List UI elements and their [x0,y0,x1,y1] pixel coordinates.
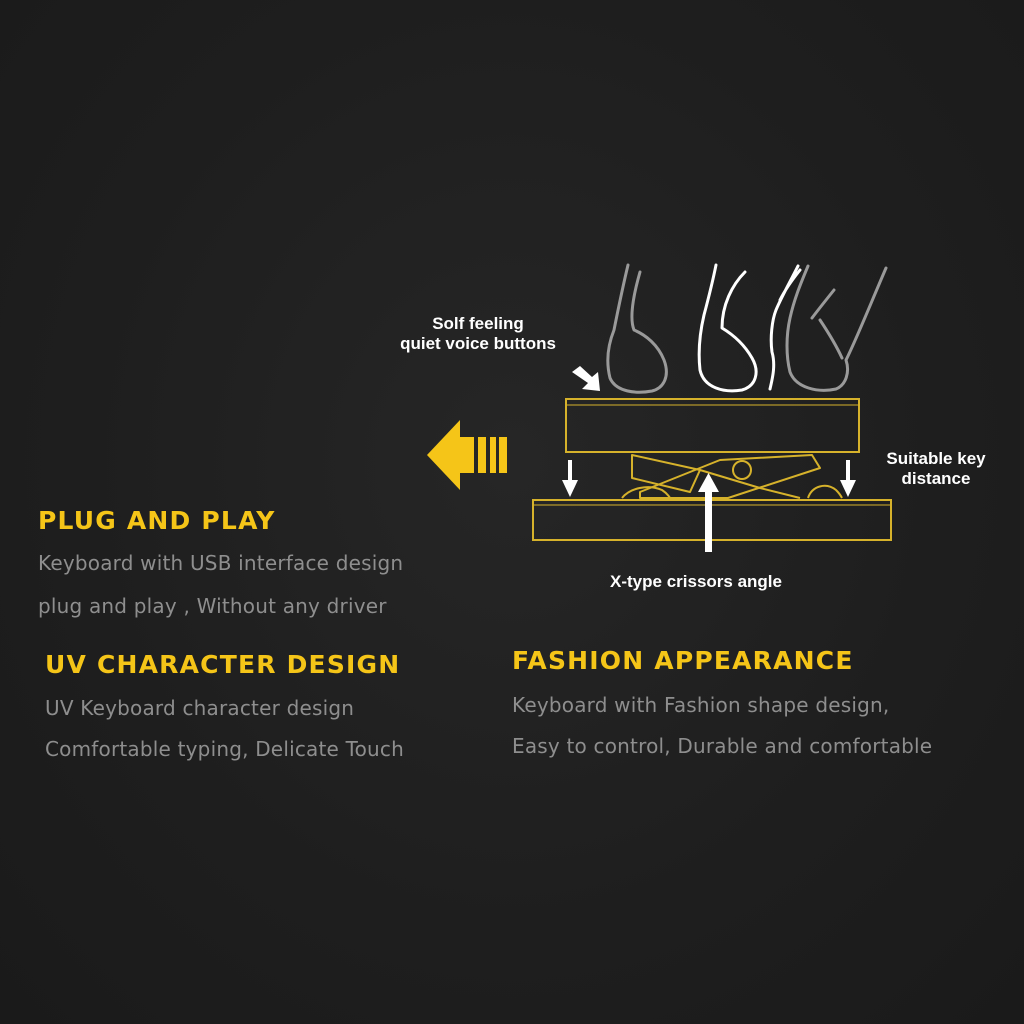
finger-white-right-icon [768,264,802,391]
arrow-pointer-icon [572,366,600,391]
label-key-distance: Suitable key distance [872,449,1000,489]
uv-character-line2: Comfortable typing, Delicate Touch [45,737,404,761]
plug-and-play-line2: plug and play , Without any driver [38,594,387,618]
uv-character-title: UV CHARACTER DESIGN [45,650,401,679]
uv-character-line1: UV Keyboard character design [45,696,355,720]
arrow-up-center-icon [698,473,719,552]
label-distance-line1: Suitable key [886,449,986,468]
arrow-down-right-icon [840,460,856,497]
plug-and-play-line1: Keyboard with USB interface design [38,551,404,575]
label-soft-feeling: Solf feeling quiet voice buttons [388,314,568,354]
finger-gray-left-icon [606,263,668,394]
label-scissors-angle: X-type crissors angle [610,572,782,591]
arrow-down-left-icon [562,460,578,497]
keycap-outline [565,398,860,453]
scissor-mechanism [621,454,843,499]
plug-and-play-title: PLUG AND PLAY [38,506,276,535]
arrow-left-icon [427,420,507,490]
fashion-appearance-line2: Easy to control, Durable and comfortable [512,734,933,758]
label-soft-line2: quiet voice buttons [400,334,556,353]
finger-white-middle-icon [697,263,758,393]
fashion-appearance-title: FASHION APPEARANCE [512,646,854,675]
label-soft-line1: Solf feeling [432,314,524,333]
finger-gray-right-icon [785,264,888,392]
label-distance-line2: distance [901,469,971,488]
fashion-appearance-line1: Keyboard with Fashion shape design, [512,693,890,717]
